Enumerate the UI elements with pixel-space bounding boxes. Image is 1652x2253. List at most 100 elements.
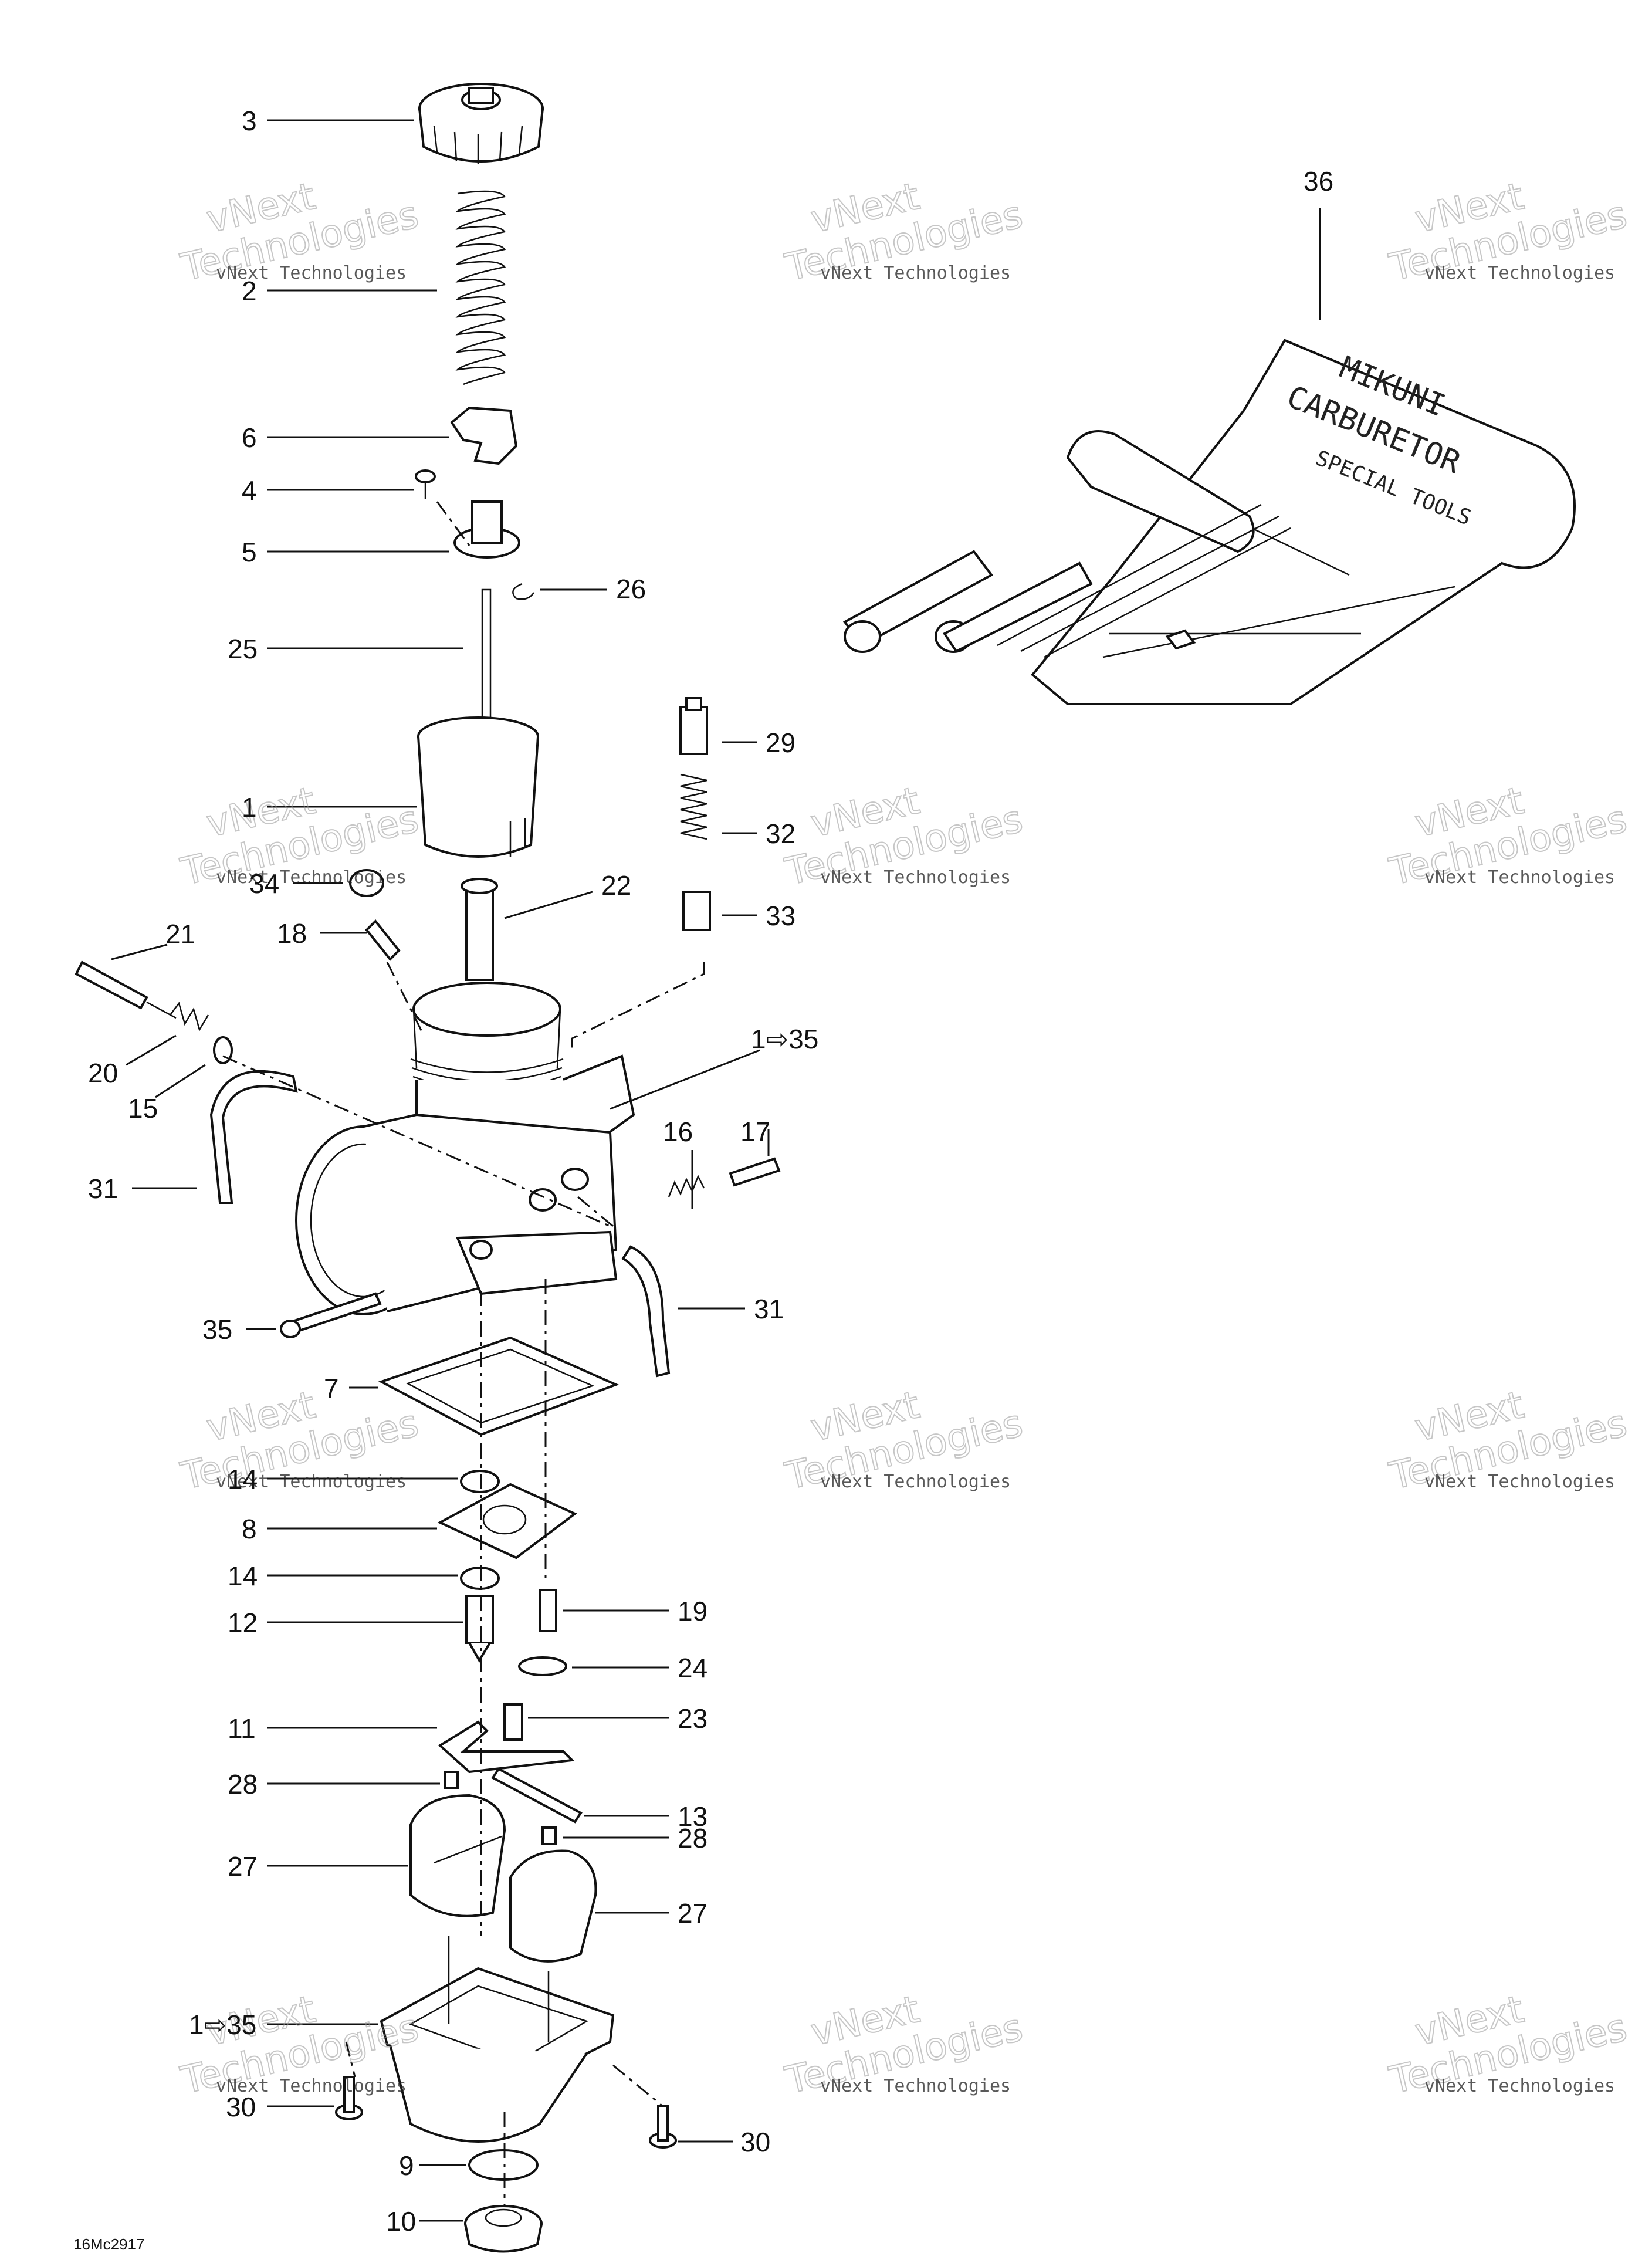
part-27-float-left xyxy=(409,1794,506,1917)
label-part-2: 2 xyxy=(242,276,257,306)
watermarks: vNext Technologies vNext Technologies vN… xyxy=(177,174,1631,2103)
label-part-17: 17 xyxy=(740,1117,770,1147)
watermark-text: vNext Technologies xyxy=(216,2076,407,2096)
label-part-32: 32 xyxy=(766,818,795,849)
watermark-text: vNext Technologies xyxy=(820,2076,1011,2096)
label-part-22: 22 xyxy=(601,870,631,901)
label-part-11: 11 xyxy=(228,1713,256,1744)
part-9-drain-gasket xyxy=(468,2149,539,2181)
part-10-drain-plug xyxy=(464,2205,543,2253)
watermark-text: vNext Technologies xyxy=(1424,867,1615,888)
label-part-19: 19 xyxy=(678,1596,707,1626)
label-ref-1-35-top: 1⇨35 xyxy=(751,1024,818,1054)
label-part-7: 7 xyxy=(324,1373,339,1403)
watermark-text: vNext Technologies xyxy=(216,263,407,283)
label-part-28-left: 28 xyxy=(228,1769,258,1799)
part-28-float-tip-right xyxy=(541,1826,557,1845)
label-part-27-right: 27 xyxy=(678,1898,707,1929)
label-part-30-left: 30 xyxy=(226,2092,256,2122)
label-part-15: 15 xyxy=(128,1093,158,1124)
part-19-pilot-jet xyxy=(539,1589,557,1632)
carburetor-body xyxy=(295,982,635,1315)
label-part-10: 10 xyxy=(386,2206,416,2237)
watermark-text: vNext Technologies xyxy=(1424,1471,1615,1492)
label-part-25: 25 xyxy=(228,634,258,664)
part-15-washer xyxy=(213,1036,233,1064)
label-ref-1-35-bottom: 1⇨35 xyxy=(189,2010,256,2040)
part-24-washer xyxy=(518,1656,567,1676)
label-part-3: 3 xyxy=(242,106,257,136)
label-part-31-right: 31 xyxy=(754,1294,784,1324)
part-20-idle-spring xyxy=(170,1002,209,1032)
label-part-9: 9 xyxy=(399,2150,414,2181)
part-27-float-right xyxy=(509,1849,597,1963)
watermark-text: vNext Technologies xyxy=(1424,263,1615,283)
part-5-plate xyxy=(453,500,520,559)
label-part-1: 1 xyxy=(242,792,257,823)
label-part-27-left: 27 xyxy=(228,1851,258,1882)
part-32-plunger-spring xyxy=(680,773,707,840)
label-part-4: 4 xyxy=(242,475,257,506)
label-part-34: 34 xyxy=(249,868,279,899)
part-1-throttle-valve xyxy=(417,716,539,858)
watermark-text: vNext Technologies xyxy=(820,867,1011,888)
part-4-screw xyxy=(415,469,436,499)
float-bowl xyxy=(380,1936,615,2143)
label-part-26: 26 xyxy=(616,574,646,604)
watermark-text: vNext Technologies xyxy=(216,1471,407,1492)
part-31-vent-tube-left xyxy=(209,1070,298,1204)
part-36-tool-kit xyxy=(843,339,1576,705)
part-14-oring-top xyxy=(460,1470,500,1493)
label-part-29: 29 xyxy=(766,728,795,758)
label-part-14-bottom: 14 xyxy=(228,1561,258,1591)
part-35-stop-screw xyxy=(280,1292,382,1338)
part-12-needle-valve-seat xyxy=(465,1595,494,1663)
label-part-33: 33 xyxy=(766,901,795,931)
part-8-baffle-plate xyxy=(437,1483,577,1559)
part-23-main-jet xyxy=(503,1703,523,1741)
label-part-24: 24 xyxy=(678,1653,707,1683)
label-part-16: 16 xyxy=(663,1117,693,1147)
part-29-plunger-nut xyxy=(679,697,708,755)
part-26-eclip xyxy=(512,583,535,600)
leader-lines xyxy=(111,119,1321,2222)
watermark-text: vNext Technologies xyxy=(1424,2076,1615,2096)
label-part-18: 18 xyxy=(277,918,307,949)
part-labels: 3 2 6 4 5 26 25 1 29 32 33 22 34 18 21 2… xyxy=(88,106,1333,2237)
label-part-5: 5 xyxy=(242,537,257,567)
watermark-text: vNext Technologies xyxy=(820,1471,1011,1492)
part-31-vent-tube-right xyxy=(621,1245,671,1378)
assembly-center-lines xyxy=(222,501,705,2206)
drawing-reference: 16Mc2917 xyxy=(73,2235,144,2253)
part-21-idle-screw xyxy=(75,960,177,1019)
part-3-cap xyxy=(418,83,544,164)
part-28-float-tip-left xyxy=(444,1771,459,1789)
watermark-text: vNext Technologies xyxy=(820,263,1011,283)
watermark-text: vNext Technologies xyxy=(216,867,407,888)
part-33-plunger xyxy=(682,891,711,931)
label-part-13: 13 xyxy=(678,1801,707,1832)
part-6-clip xyxy=(450,406,518,465)
label-part-8: 8 xyxy=(242,1514,257,1544)
part-11-float-arm xyxy=(438,1720,575,1774)
label-part-12: 12 xyxy=(228,1608,258,1638)
part-34-cap xyxy=(349,869,384,897)
part-13-float-pin xyxy=(491,1767,583,1824)
part-14-oring-bottom xyxy=(460,1567,500,1590)
part-25-needle xyxy=(481,588,492,723)
part-16-air-spring xyxy=(668,1174,705,1197)
label-part-6: 6 xyxy=(242,422,257,453)
label-part-21: 21 xyxy=(165,919,195,949)
label-part-20: 20 xyxy=(88,1058,118,1088)
part-7-gasket xyxy=(378,1336,620,1436)
label-part-31-left: 31 xyxy=(88,1173,118,1204)
part-30-bowl-screw-right xyxy=(649,2105,677,2149)
label-part-30-right: 30 xyxy=(740,2127,770,2157)
label-part-36: 36 xyxy=(1304,166,1333,197)
part-22-needle-jet xyxy=(461,878,498,981)
label-part-35: 35 xyxy=(202,1314,232,1345)
label-part-28-right: 28 xyxy=(678,1823,707,1853)
part-17-air-screw xyxy=(729,1157,781,1187)
label-part-23: 23 xyxy=(678,1703,707,1734)
